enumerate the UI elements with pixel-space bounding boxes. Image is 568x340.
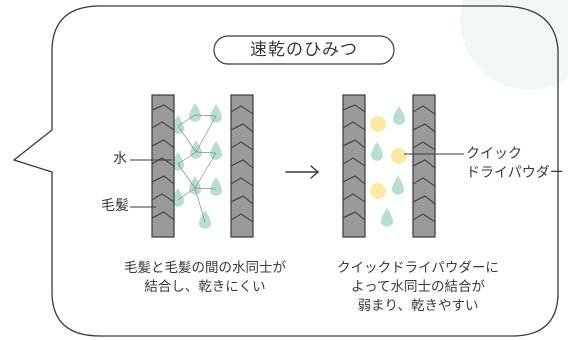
right-caption-line-3: 弱まり、乾きやすい <box>357 298 479 314</box>
left-hair-strand-2 <box>230 94 254 238</box>
water-drop <box>190 140 202 159</box>
right-hair-strand-1 <box>342 94 366 238</box>
right-arrow-icon <box>285 165 320 179</box>
water-drop <box>172 188 184 207</box>
water-drop <box>393 106 405 125</box>
water-drop <box>371 142 383 161</box>
right-caption: クイックドライパウダーに よって水同士の結合が 弱まり、乾きやすい <box>318 259 518 316</box>
powder-particles <box>370 116 407 199</box>
water-drop <box>189 176 201 195</box>
corner-background-circle <box>460 0 568 90</box>
water-drop <box>381 208 393 227</box>
water-drop <box>189 103 201 122</box>
right-caption-line-1: クイックドライパウダーに <box>337 260 499 276</box>
powder-label-line-1: クイック <box>466 146 522 162</box>
powder-particle <box>370 116 386 132</box>
left-caption-line-2: 結合し、乾きにくい <box>144 279 266 295</box>
water-drop <box>210 141 222 160</box>
water-label: 水 <box>113 151 127 167</box>
speech-bubble-frame <box>13 5 559 337</box>
powder-label-line-2: ドライパウダー <box>466 165 564 181</box>
water-drop <box>199 210 211 229</box>
water-drop <box>172 115 184 134</box>
right-caption-line-2: よって水同士の結合が <box>351 279 485 295</box>
left-caption: 毛髪と毛髪の間の水同士が 結合し、乾きにくい <box>100 259 310 297</box>
water-drop <box>392 176 404 195</box>
right-panel <box>342 94 464 238</box>
right-hair-strand-2 <box>412 94 436 238</box>
powder-label: クイック ドライパウダー <box>466 145 566 183</box>
left-caption-line-1: 毛髪と毛髪の間の水同士が <box>124 260 286 276</box>
hair-label: 毛髪 <box>101 198 129 214</box>
title-frame <box>213 35 395 65</box>
powder-particle <box>391 148 407 164</box>
water-drop <box>210 177 222 196</box>
left-panel <box>130 94 254 238</box>
water-drop <box>172 152 184 171</box>
diagram-title: 速乾のひみつ <box>250 39 358 60</box>
left-water-drops <box>172 103 222 229</box>
right-water-drops <box>371 106 405 227</box>
water-bonds <box>177 114 217 223</box>
left-hair-strand-1 <box>151 94 175 238</box>
powder-particle <box>370 183 386 199</box>
water-drop <box>210 104 222 123</box>
